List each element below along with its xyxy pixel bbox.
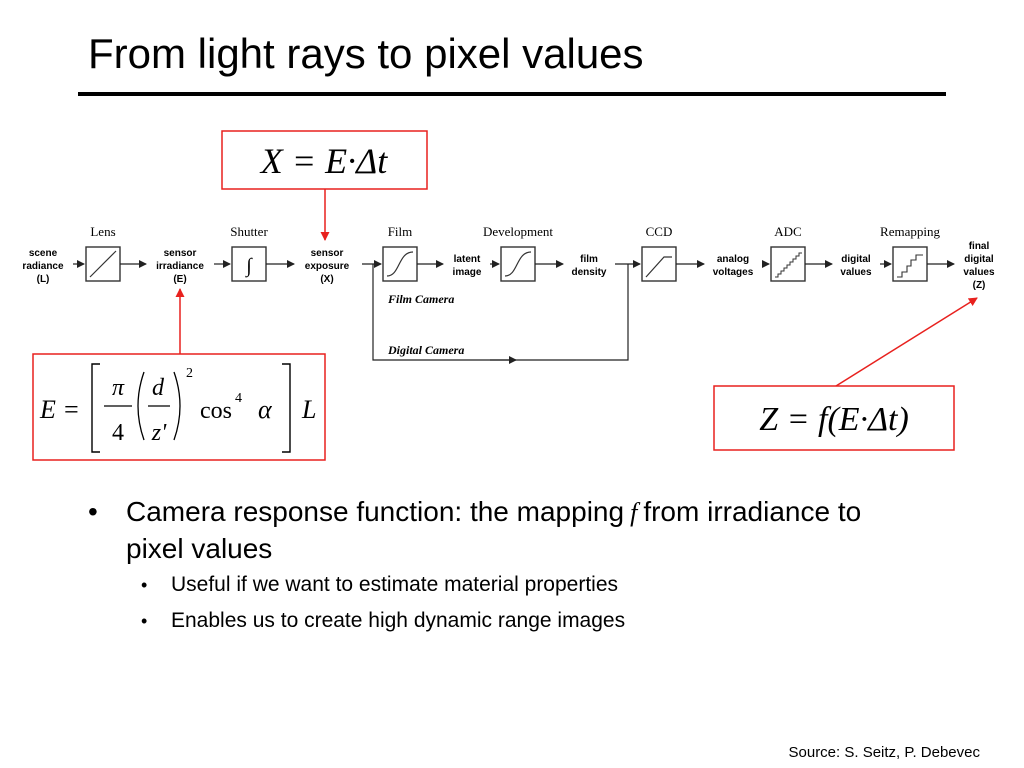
label-analog-voltages: analog voltages [713, 254, 754, 278]
svg-text:final: final [969, 241, 990, 252]
svg-text:irradiance: irradiance [156, 261, 204, 272]
adc-box [770, 246, 806, 282]
label-digital-values: digital values [840, 254, 872, 278]
svg-text:sensor: sensor [164, 248, 197, 259]
stage-remapping: Remapping [880, 224, 940, 239]
film-box [382, 246, 418, 282]
ccd-box [641, 246, 677, 282]
svg-text:sensor: sensor [311, 248, 344, 259]
lens-box [85, 246, 121, 282]
stage-ccd: CCD [646, 224, 673, 239]
svg-text:film: film [580, 254, 598, 265]
svg-text:digital: digital [964, 254, 994, 265]
response-pointer-arrow [835, 297, 978, 387]
stage-development: Development [483, 224, 553, 239]
slide-title: From light rays to pixel values [88, 30, 644, 77]
svg-text:exposure: exposure [305, 261, 350, 272]
irradiance-d: d [152, 375, 165, 401]
svg-text:radiance: radiance [22, 261, 64, 272]
bullet-list: Camera response function: the mappingffr… [88, 494, 888, 639]
bullet-camera-response: Camera response function: the mappingffr… [88, 494, 888, 567]
irradiance-square: 2 [186, 366, 193, 381]
label-scene-radiance: scene radiance (L) [22, 248, 64, 285]
label-film-density: film density [571, 254, 606, 278]
svg-text:digital: digital [841, 254, 871, 265]
development-box [500, 246, 536, 282]
mapping-f-symbol: f [630, 498, 638, 527]
irradiance-equation-box: E = π 4 d z' 2 cos 4 α L [32, 353, 326, 461]
label-latent-image: latent image [453, 254, 482, 278]
exposure-equation-box: X = E·Δt [221, 130, 428, 190]
svg-text:(X): (X) [320, 274, 333, 285]
svg-text:analog: analog [717, 254, 749, 265]
svg-text:values: values [963, 267, 995, 278]
response-equation-box: Z = f(E·Δt) [713, 385, 955, 451]
svg-text:(Z): (Z) [973, 280, 986, 291]
bullet-main-text-start: Camera response function: the mapping [126, 496, 625, 527]
film-camera-caption: Film Camera [387, 292, 454, 306]
source-credit: Source: S. Seitz, P. Debevec [788, 744, 981, 761]
title-underline [78, 92, 946, 96]
shutter-box: ∫ [231, 246, 267, 282]
irradiance-pi: π [112, 375, 125, 401]
stage-shutter: Shutter [230, 224, 268, 239]
bullet-main-text-end: from irradiance to pixel values [126, 496, 862, 564]
svg-text:voltages: voltages [713, 267, 754, 278]
irradiance-L: L [301, 395, 316, 424]
response-equation: Z = f(E·Δt) [759, 401, 909, 438]
stage-film: Film [388, 224, 413, 239]
label-sensor-irradiance: sensor irradiance (E) [156, 248, 204, 285]
svg-text:(E): (E) [173, 274, 186, 285]
exposure-equation: X = E·Δt [259, 141, 388, 181]
sub-bullet-hdr-images: Enables us to create high dynamic range … [88, 603, 888, 639]
irradiance-lhs: E = [39, 395, 80, 424]
label-sensor-exposure: sensor exposure (X) [305, 248, 350, 285]
irradiance-z: z' [151, 420, 167, 446]
irradiance-alpha: α [258, 395, 273, 424]
remapping-box [892, 246, 928, 282]
svg-text:scene: scene [29, 248, 58, 259]
svg-text:density: density [571, 267, 606, 278]
svg-text:image: image [453, 267, 482, 278]
svg-text:(L): (L) [37, 274, 50, 285]
svg-text:latent: latent [454, 254, 481, 265]
stage-lens: Lens [90, 224, 115, 239]
stage-adc: ADC [774, 224, 801, 239]
irradiance-cos-power: 4 [235, 391, 242, 406]
digital-camera-caption: Digital Camera [387, 343, 464, 357]
svg-text:∫: ∫ [244, 255, 253, 278]
label-final-digital-values: final digital values (Z) [963, 241, 995, 291]
svg-text:values: values [840, 267, 872, 278]
irradiance-four: 4 [112, 420, 124, 446]
irradiance-cos: cos [200, 398, 232, 424]
sub-bullet-material-properties: Useful if we want to estimate material p… [88, 567, 888, 603]
